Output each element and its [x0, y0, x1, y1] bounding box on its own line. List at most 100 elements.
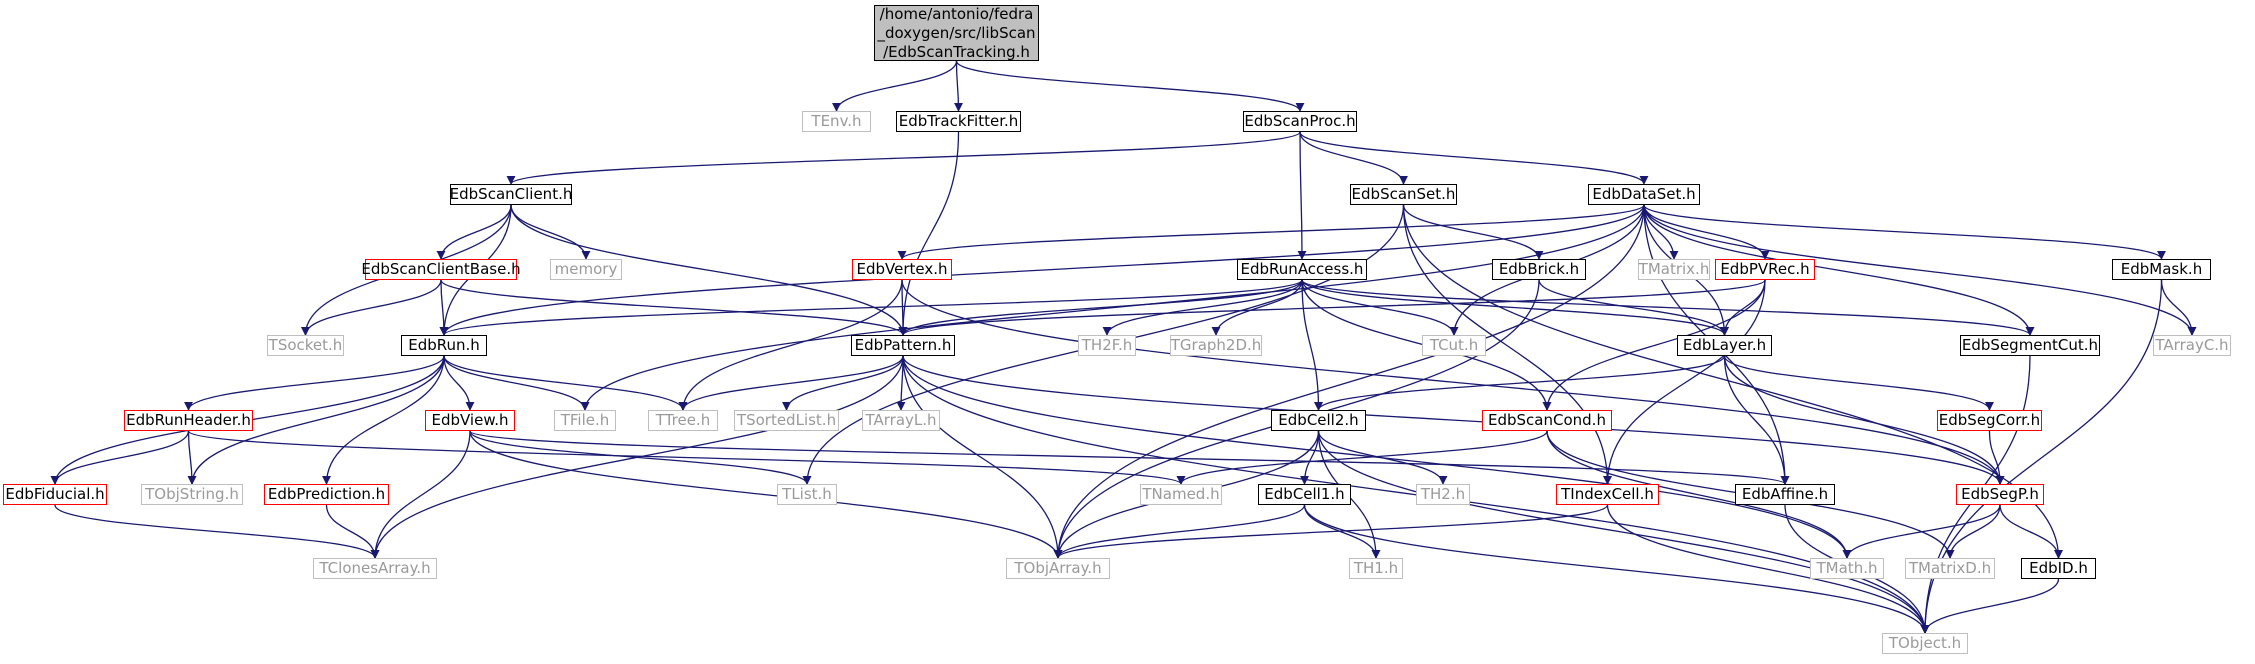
dependency-edge — [510, 204, 591, 260]
dependency-edge — [897, 204, 1645, 260]
dependency-edge — [436, 204, 512, 260]
dependency-edge — [580, 204, 1645, 411]
node-edbvertex[interactable]: EdbVertex.h — [852, 259, 952, 280]
node-edbrunaccess[interactable]: EdbRunAccess.h — [1237, 259, 1367, 280]
dependency-edge — [1299, 131, 1408, 185]
dependency-edge — [2160, 279, 2197, 336]
dependency-edge — [1945, 504, 2001, 559]
dependency-edge — [1723, 355, 1790, 485]
node-tsortedlist: TSortedList.h — [734, 410, 839, 431]
node-tobject: TObject.h — [1882, 633, 1968, 654]
dependency-edge — [510, 204, 908, 336]
dependency-edge — [902, 355, 2005, 485]
node-tobjarray: TObjArray.h — [1006, 558, 1110, 579]
node-tarrayc: TArrayC.h — [2153, 335, 2231, 356]
node-edbsegmentcut[interactable]: EdbSegmentCut.h — [1960, 335, 2100, 356]
dependency-edge — [187, 430, 197, 485]
node-edbscancond[interactable]: EdbScanCond.h — [1482, 410, 1612, 431]
dependency-edge — [898, 279, 1766, 336]
node-tlist: TList.h — [777, 484, 837, 505]
dependency-edge — [1102, 279, 1303, 336]
node-tmatrixd: TMatrixD.h — [1905, 558, 1995, 579]
node-ttree: TTree.h — [648, 410, 718, 431]
node-edbrunheader[interactable]: EdbRunHeader.h — [124, 410, 253, 431]
dependency-edge — [1546, 430, 1852, 559]
dependency-edge — [1538, 279, 1729, 336]
node-edbrun[interactable]: EdbRun.h — [401, 335, 487, 356]
node-edblayer[interactable]: EdbLayer.h — [1677, 335, 1772, 356]
node-edbaffine[interactable]: EdbAffine.h — [1735, 484, 1835, 505]
dependency-edge — [322, 355, 445, 485]
node-edbscanclientbase[interactable]: EdbScanClientBase.h — [361, 259, 521, 280]
dependency-edge — [187, 430, 1186, 485]
node-edbsegcorr[interactable]: EdbSegCorr.h — [1937, 410, 2042, 431]
dependency-edge — [1603, 279, 1766, 485]
dependency-edge — [469, 430, 812, 485]
dependency-edge — [901, 279, 2005, 485]
node-edbsegp[interactable]: EdbSegP.h — [1956, 484, 2044, 505]
dependency-edge — [506, 131, 1301, 185]
node-tenv: TEnv.h — [802, 111, 871, 132]
node-edbview[interactable]: EdbView.h — [425, 410, 515, 431]
dependency-edge — [1053, 504, 1306, 559]
dependency-edge — [1176, 430, 1548, 485]
dependency-edge — [1301, 279, 1729, 336]
node-th1: TH1.h — [1349, 558, 1403, 579]
dependency-edge — [678, 355, 904, 411]
dependency-edge — [1053, 204, 1645, 559]
dependency-edge — [1920, 279, 2163, 634]
node-th2: TH2.h — [1416, 484, 1470, 505]
dependency-edge — [898, 131, 960, 336]
node-edbmask[interactable]: EdbMask.h — [2112, 259, 2211, 280]
dependency-edge — [439, 279, 1303, 336]
dependency-edge — [1053, 504, 1609, 559]
dependency-edge — [1723, 355, 2005, 485]
node-th2f: TH2F.h — [1078, 335, 1136, 356]
node-edbfiducial[interactable]: EdbFiducial.h — [3, 484, 107, 505]
node-edbcell1[interactable]: EdbCell1.h — [1258, 484, 1351, 505]
node-edbscanclient[interactable]: EdbScanClient.h — [449, 184, 573, 205]
node-edbprediction[interactable]: EdbPrediction.h — [264, 484, 389, 505]
node-edbcell2[interactable]: EdbCell2.h — [1271, 410, 1366, 431]
node-edbtrackfitter[interactable]: EdbTrackFitter.h — [896, 111, 1021, 132]
node-tclonesarray: TClonesArray.h — [313, 558, 437, 579]
node-tarrayl: TArrayL.h — [862, 410, 940, 431]
dependency-edge — [953, 60, 963, 112]
node-edbscanset[interactable]: EdbScanSet.h — [1350, 184, 1457, 205]
dependency-edge — [1299, 131, 1649, 185]
node-edbscanproc[interactable]: EdbScanProc.h — [1243, 111, 1357, 132]
node-tsocket: TSocket.h — [267, 335, 344, 356]
dependency-edge — [1303, 504, 1930, 634]
node-edbdataset[interactable]: EdbDataSet.h — [1588, 184, 1700, 205]
dependency-edge — [902, 355, 1930, 634]
node-edbpvrec[interactable]: EdbPVRec.h — [1715, 259, 1815, 280]
dependency-edge — [1211, 279, 1303, 336]
dependency-edge — [1402, 204, 1544, 260]
dependency-edge — [325, 504, 380, 559]
dependency-edge — [443, 355, 475, 411]
dependency-edge — [1301, 279, 1323, 411]
dependency-edge — [469, 430, 1063, 559]
dependency-edge — [439, 279, 449, 336]
dependency-edge — [1920, 578, 2060, 634]
dependency-edge — [955, 60, 1305, 112]
node-tgraph2d: TGraph2D.h — [1170, 335, 1262, 356]
dependency-edge — [1643, 204, 2166, 260]
dependency-edge — [832, 60, 958, 112]
node-tcut: TCut.h — [1422, 335, 1486, 356]
dependency-edge — [187, 355, 445, 485]
dependency-edge — [1314, 355, 1726, 411]
dependency-edge — [1301, 279, 1459, 336]
node-tindexcell[interactable]: TIndexCell.h — [1556, 484, 1659, 505]
node-edbid[interactable]: EdbID.h — [2021, 558, 2096, 579]
node-edbbrick[interactable]: EdbBrick.h — [1492, 259, 1586, 280]
dependency-edge — [184, 355, 445, 411]
dependency-edge — [1643, 204, 2197, 336]
dependency-edge — [1988, 430, 2005, 485]
node-edbpattern[interactable]: EdbPattern.h — [851, 335, 955, 356]
node-tmatrix: TMatrix.h — [1638, 259, 1710, 280]
dependency-edge — [443, 355, 590, 411]
dependency-edge — [1842, 504, 2001, 559]
dependency-edge — [469, 430, 1790, 485]
dependency-edge — [782, 355, 904, 411]
